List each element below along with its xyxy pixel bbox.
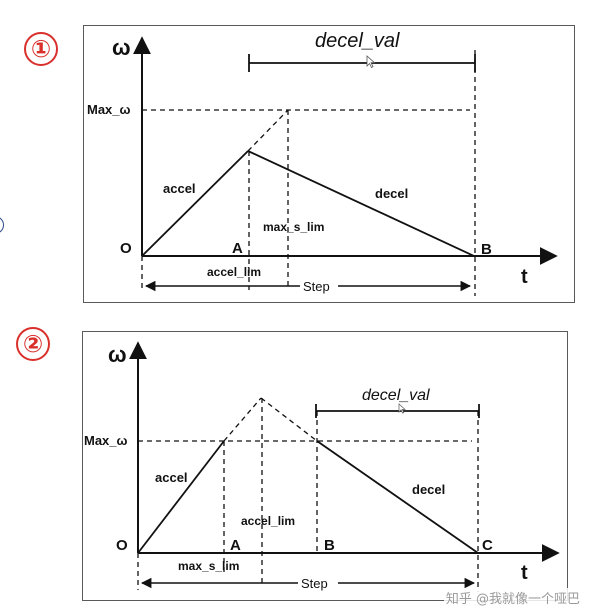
- p2-a-label: A: [230, 537, 241, 554]
- p2-decel-val-label: decel_val: [362, 387, 430, 404]
- cursor-icon: [366, 55, 376, 69]
- p1-max-s-lim-label: max_s_lim: [263, 220, 324, 234]
- p2-t-label: t: [521, 562, 528, 584]
- p2-accel-lim-label: accel_lim: [241, 514, 295, 528]
- p2-accel-label: accel: [155, 470, 188, 485]
- p1-step-label: Step: [303, 279, 330, 294]
- p2-max-s-lim-label: max_s_lim: [178, 559, 239, 573]
- p1-b-label: B: [481, 241, 492, 258]
- p2-max-omega-label: Max_ω: [84, 433, 128, 448]
- p2-accel-line: [137, 440, 225, 554]
- watermark: 知乎 @我就像一个哑巴: [443, 588, 582, 607]
- cursor-icon: [398, 403, 406, 414]
- panel-2-number: ②: [16, 327, 50, 361]
- p1-a-label: A: [232, 240, 243, 257]
- p2-peak-rise: [223, 397, 262, 442]
- panel-1-diagram: ω Max_ω O A B t accel decel max_s_lim ac…: [87, 30, 558, 296]
- p1-accel-label: accel: [163, 181, 196, 196]
- panel-2-diagram: ω Max_ω O A B C t accel decel accel_lim …: [84, 341, 560, 592]
- p2-origin-label: O: [116, 537, 128, 554]
- p1-decel-label: decel: [375, 186, 408, 201]
- p1-omega-label: ω: [112, 35, 131, 60]
- panel-1-number: ①: [24, 32, 58, 66]
- p1-max-omega-label: Max_ω: [87, 102, 131, 117]
- p1-accel-lim-label: accel_lim: [207, 265, 261, 279]
- p1-origin-label: O: [120, 240, 132, 257]
- p1-t-label: t: [521, 266, 528, 288]
- p2-b-label: B: [324, 537, 335, 554]
- p1-accel-extension: [247, 109, 289, 152]
- p2-decel-line: [316, 440, 479, 554]
- p1-accel-line: [141, 150, 249, 257]
- p2-omega-label: ω: [108, 342, 127, 367]
- p2-c-label: C: [482, 537, 493, 554]
- p2-step-label: Step: [301, 576, 328, 591]
- p1-decel-line: [247, 150, 475, 257]
- p1-decel-val-label: decel_val: [315, 30, 400, 52]
- p2-decel-label: decel: [412, 482, 445, 497]
- panel-2-frame: [82, 331, 568, 601]
- p2-peak-fall: [260, 397, 318, 442]
